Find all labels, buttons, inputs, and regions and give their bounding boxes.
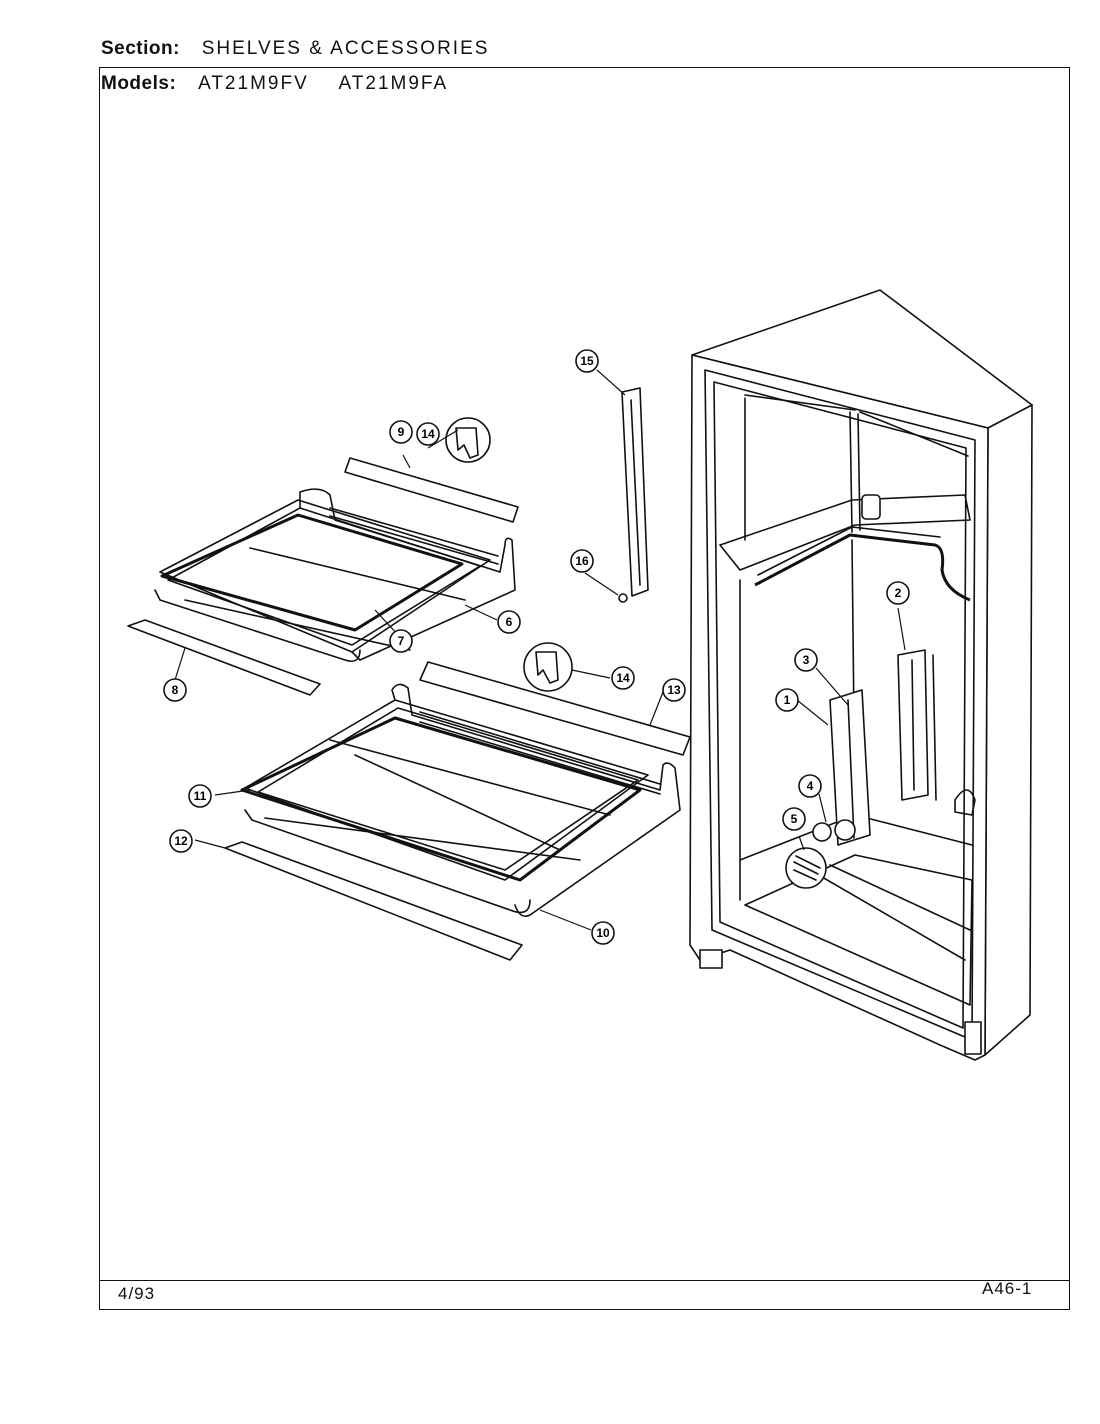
diagram-frame [99,67,1070,1310]
callout-number: 2 [895,586,902,600]
section-label: Section: [101,38,180,59]
callout-number: 13 [667,683,681,697]
callout-number: 15 [580,354,594,368]
callout-number: 1 [784,693,791,707]
callout-number: 12 [174,834,188,848]
callout-7: 7 [389,629,413,653]
callout-15: 15 [575,349,599,373]
callout-10: 10 [591,921,615,945]
callout-number: 8 [172,683,179,697]
models-heading: Models: AT21M9FV AT21M9FA [101,73,448,95]
callout-number: 10 [596,926,610,940]
callout-2: 2 [886,581,910,605]
section-value: SHELVES & ACCESSORIES [201,38,490,59]
callout-number: 6 [506,615,513,629]
callout-number: 3 [803,653,810,667]
callout-number: 14 [421,427,435,441]
section-heading: Section: SHELVES & ACCESSORIES [101,38,489,60]
callout-12: 12 [169,829,193,853]
lower-shelf-drawing [224,642,691,961]
callout-number: 4 [807,779,814,793]
model-number: AT21M9FV [198,73,309,94]
refrigerator-cabinet-drawing [689,289,1033,1061]
leader-lines [174,369,906,931]
callout-11: 11 [188,784,212,808]
model-number: AT21M9FA [338,73,449,94]
callout-6: 6 [497,610,521,634]
models-label: Models: [101,73,177,94]
callout-16: 16 [570,549,594,573]
callout-number: 11 [194,789,207,803]
callout-8: 8 [163,678,187,702]
callout-4: 4 [798,774,822,798]
callout-1: 1 [775,688,799,712]
callout-number: 16 [575,554,589,568]
page-code: A46-1 [982,1279,1033,1298]
callout-3: 3 [794,648,818,672]
callout-9: 9 [389,420,413,444]
callout-number: 9 [398,425,405,439]
callout-14: 14 [611,666,635,690]
shelf-rail-drawing [618,387,649,603]
callout-13: 13 [662,678,686,702]
date-code: 4/93 [118,1284,156,1303]
upper-shelf-drawing [127,417,519,696]
footer-divider [99,1280,1070,1281]
callout-5: 5 [782,807,806,831]
callout-number: 5 [791,812,798,826]
callout-14: 14 [416,422,440,446]
callout-number: 7 [398,634,405,648]
callout-number: 14 [616,671,630,685]
